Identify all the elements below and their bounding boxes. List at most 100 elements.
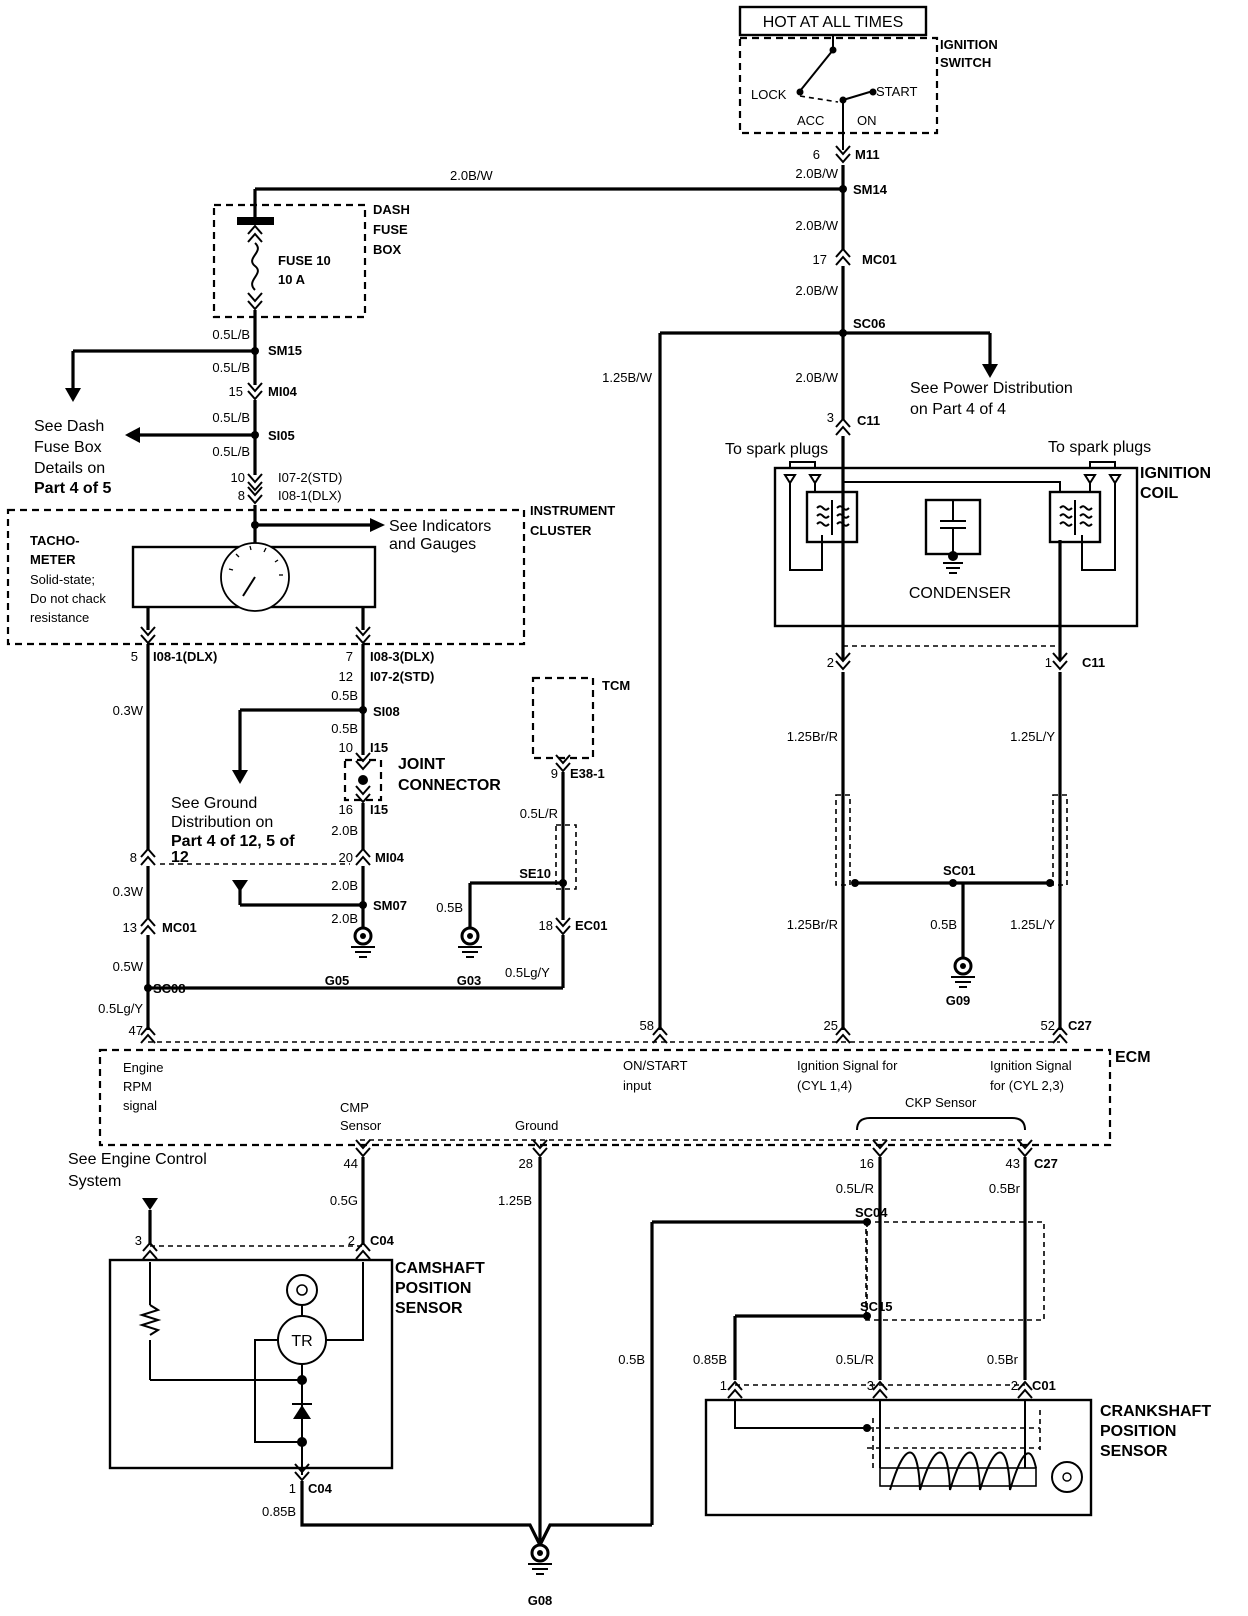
top-wire-label: 2.0B/W — [450, 168, 493, 183]
si05-wire-a: 0.5L/B — [212, 410, 250, 425]
acc-label: ACC — [797, 113, 824, 128]
see-engine-1: See Engine Control — [68, 1151, 207, 1168]
see-engine-2: System — [68, 1173, 121, 1190]
see-indicators-1: See Indicators — [389, 518, 491, 535]
sm15-wire-b: 0.5L/B — [212, 360, 250, 375]
ign-14-a: Ignition Signal for — [797, 1058, 898, 1073]
see-dash-2: Fuse Box — [34, 439, 102, 456]
see-dash-1: See Dash — [34, 418, 104, 435]
mi04-top-label: MI04 — [268, 384, 298, 399]
w125bw-label: 1.25B/W — [602, 370, 653, 385]
i07-right-label: I07-2(STD) — [370, 669, 434, 684]
i15-top-label: I15 — [370, 740, 388, 755]
start-label: START — [876, 84, 917, 99]
ignition-switch-title-2: SWITCH — [940, 55, 991, 70]
camshaft-title-1: CAMSHAFT — [395, 1260, 485, 1277]
on-start-2: input — [623, 1078, 652, 1093]
sc06-label: SC06 — [853, 316, 886, 331]
w05b-g08-label: 0.5B — [618, 1352, 645, 1367]
tacho-note-3: resistance — [30, 610, 89, 625]
joint-connector-1: JOINT — [398, 756, 445, 773]
mc01-bot-label: MC01 — [162, 920, 197, 935]
c27-top-label: C27 — [1068, 1018, 1092, 1033]
i15-bot-label: I15 — [370, 802, 388, 817]
cluster-title-2: CLUSTER — [530, 523, 592, 538]
tcm-label: TCM — [602, 678, 630, 693]
ecm: ECM Engine RPM signal ON/START input Ign… — [98, 1041, 1151, 1147]
dash-fuse-title-2: FUSE — [373, 222, 408, 237]
c04-top-label: C04 — [370, 1233, 395, 1248]
ignition-switch-title-1: IGNITION — [940, 37, 998, 52]
w20b-b-label: 2.0B — [331, 878, 358, 893]
w05lr-b-label: 0.5L/R — [836, 1352, 874, 1367]
w125b-label: 1.25B — [498, 1193, 532, 1208]
ecm-title: ECM — [1115, 1049, 1151, 1066]
dash-fuse-title-1: DASH — [373, 202, 410, 217]
w05lr-a-label: 0.5L/R — [836, 1181, 874, 1196]
i08-top-label: I08-1(DLX) — [278, 488, 342, 503]
see-ground-4: 12 — [171, 849, 189, 866]
tacho-label-1: TACHO- — [30, 533, 80, 548]
g09-label: G09 — [946, 993, 971, 1008]
w125brr-b-label: 1.25Br/R — [787, 917, 838, 932]
i08-left-label: I08-1(DLX) — [153, 649, 217, 664]
si05-wire-b: 0.5L/B — [212, 444, 250, 459]
camshaft-title-3: SENSOR — [395, 1300, 463, 1317]
mi04-bot-label: MI04 — [375, 850, 405, 865]
w20b-c-label: 2.0B — [331, 911, 358, 926]
w085b-b-label: 0.85B — [693, 1352, 727, 1367]
c11-top-pin: 3 — [827, 410, 834, 425]
si05-label: SI05 — [268, 428, 295, 443]
ecm-ground-label: Ground — [515, 1118, 558, 1133]
c11-bot-label: C11 — [1082, 655, 1105, 670]
pin25: 25 — [824, 1018, 838, 1033]
sm07-label: SM07 — [373, 898, 407, 913]
w05br-b-label: 0.5Br — [987, 1352, 1019, 1367]
m11-label: M11 — [855, 147, 880, 162]
i07-top-pin: 10 — [231, 470, 245, 485]
see-ground-2: Distribution on — [171, 814, 273, 831]
dash-fuse-title-3: BOX — [373, 242, 402, 257]
i15-bot-pin: 16 — [339, 802, 353, 817]
i07-right-pin: 12 — [339, 669, 353, 684]
ec01-label: EC01 — [575, 918, 608, 933]
see-dash-3: Details on — [34, 460, 105, 477]
crankshaft-title-3: SENSOR — [1100, 1443, 1168, 1460]
i07-top-label: I07-2(STD) — [278, 470, 342, 485]
pin43: 43 — [1006, 1156, 1020, 1171]
w125brr-a-label: 1.25Br/R — [787, 729, 838, 744]
sm14-wire: 2.0B/W — [795, 166, 838, 181]
w03w-a-label: 0.3W — [113, 703, 144, 718]
sc04-label: SC04 — [855, 1205, 888, 1220]
see-indicators-2: and Gauges — [389, 536, 476, 553]
sm14-label: SM14 — [853, 182, 888, 197]
cluster-ground-wire — [343, 644, 383, 959]
w20b-a-label: 2.0B — [331, 823, 358, 838]
engine-rpm-3: signal — [123, 1098, 157, 1113]
g03-label: G03 — [457, 973, 482, 988]
pin58: 58 — [640, 1018, 654, 1033]
ecm-lower-wires — [355, 1139, 1033, 1545]
mc01-below-wire: 2.0B/W — [795, 283, 838, 298]
camshaft-title-2: POSITION — [395, 1280, 471, 1297]
c01-pin2: 2 — [1011, 1378, 1018, 1393]
w125ly-a-label: 1.25L/Y — [1010, 729, 1055, 744]
see-power-2: on Part 4 of 4 — [910, 401, 1006, 418]
see-ground-3: Part 4 of 12, 5 of — [171, 833, 295, 850]
ign-14-b: (CYL 1,4) — [797, 1078, 852, 1093]
w085b-a-label: 0.85B — [262, 1504, 296, 1519]
cmp-sensor-2: Sensor — [340, 1118, 382, 1133]
on-start-1: ON/START — [623, 1058, 688, 1073]
spark-plugs-left: To spark plugs — [725, 441, 828, 458]
see-ground-1: See Ground — [171, 795, 257, 812]
i15-top-pin: 10 — [339, 740, 353, 755]
c04-pin3: 3 — [135, 1233, 142, 1248]
dash-fuse-box: FUSE 10 10 A DASH FUSE BOX — [212, 202, 410, 319]
w05lr-tcm-label: 0.5L/R — [520, 806, 558, 821]
spark-plugs-right: To spark plugs — [1048, 439, 1151, 456]
tcm: TCM — [456, 676, 630, 988]
mc01-above-wire: 2.0B/W — [795, 218, 838, 233]
mc01-top-label: MC01 — [862, 252, 897, 267]
ign-23-a: Ignition Signal — [990, 1058, 1072, 1073]
c27-bot-label: C27 — [1034, 1156, 1058, 1171]
